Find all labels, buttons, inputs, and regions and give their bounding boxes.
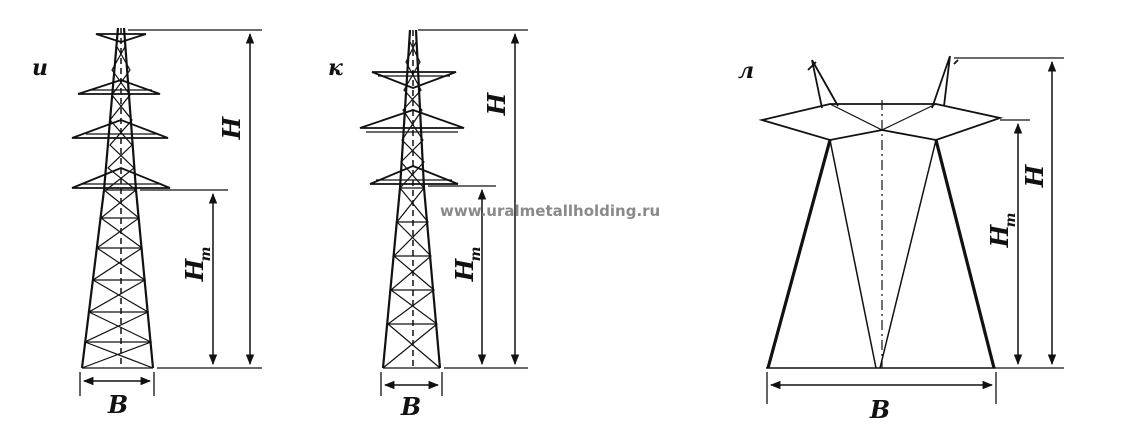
height-label-l: H xyxy=(1020,163,1049,188)
panel-label-i: и xyxy=(32,55,48,81)
panel-label-l: л xyxy=(738,58,754,84)
figure-k: к H H т B xyxy=(328,29,528,421)
tower-k xyxy=(359,29,465,369)
traverse-height-subscript-k: т xyxy=(468,247,484,262)
tower-l xyxy=(758,55,1004,369)
traverse-height-label-l: H xyxy=(985,223,1014,248)
dimensions-i: H H т B xyxy=(79,29,262,419)
tower-i xyxy=(71,27,171,369)
traverse-height-subscript-i: т xyxy=(198,247,214,262)
dimensions-l: H H т B xyxy=(766,57,1064,424)
base-label-k: B xyxy=(400,392,421,421)
traverse-height-subscript-l: т xyxy=(1003,213,1019,228)
dimensions-k: H H т B xyxy=(380,29,528,421)
figure-i: и H H т xyxy=(32,27,262,419)
height-label-k: H xyxy=(482,91,511,116)
height-label-i: H xyxy=(217,115,246,140)
panel-label-k: к xyxy=(328,55,343,81)
watermark: www.uralmetallholding.ru xyxy=(440,202,660,220)
base-label-l: B xyxy=(869,395,890,424)
traverse-height-label-i: H xyxy=(180,257,209,282)
base-label-i: B xyxy=(107,390,128,419)
traverse-height-label-k: H xyxy=(450,257,479,282)
figure-l: л H H т B xyxy=(738,55,1064,424)
